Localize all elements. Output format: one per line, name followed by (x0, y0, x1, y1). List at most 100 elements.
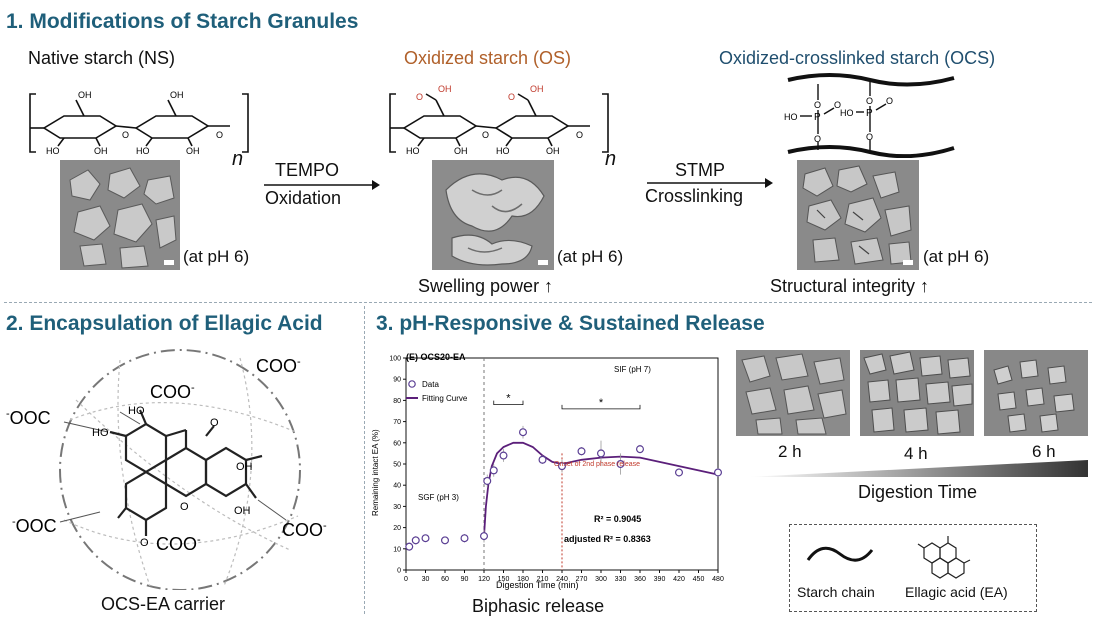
oh-label: OH (530, 84, 544, 94)
o-label: O (482, 130, 489, 140)
repeat-unit-n: n (232, 148, 244, 170)
y-tick-label: 0 (397, 568, 401, 575)
y-tick-label: 20 (393, 525, 401, 532)
data-point (538, 455, 547, 464)
data-point (460, 534, 469, 543)
ho-label: HO (496, 146, 510, 156)
oh-label: OH (186, 146, 200, 156)
chart-title: (E) OCS20-EA (406, 352, 466, 362)
x-tick-label: 240 (556, 576, 568, 583)
digestion-time-wedge (748, 460, 1088, 477)
significance-bracket (561, 404, 641, 410)
ho-label: HO (128, 405, 145, 417)
native-starch-structure: OH OH HO OH O HO OH O (29, 90, 249, 156)
oh-label: OH (438, 84, 452, 94)
coo-minus-right: COO- (282, 520, 327, 540)
o-label: O (508, 92, 515, 102)
data-point (597, 449, 606, 458)
y-tick-label: 10 (393, 546, 401, 553)
data-point (519, 428, 528, 437)
y-tick-label: 60 (393, 440, 401, 447)
ph-note-ns: (at pH 6) (183, 247, 250, 266)
x-tick-label: 60 (441, 576, 449, 583)
legend-fit-label: Fitting Curve (422, 394, 468, 403)
o-label: O (122, 130, 129, 140)
x-tick-label: 270 (576, 576, 588, 583)
x-tick-label: 390 (654, 576, 666, 583)
data-point (577, 447, 586, 456)
data-point (405, 542, 414, 551)
oh-label: OH (234, 505, 251, 517)
ho-label: HO (840, 108, 854, 118)
legend-box (789, 524, 1037, 612)
x-tick-label: 0 (404, 576, 408, 583)
y-tick-label: 90 (393, 377, 401, 384)
legend-data-label: Data (422, 380, 439, 389)
arrow1-bottom-label: Oxidation (265, 188, 342, 208)
coo-minus-top-right: COO- (256, 356, 301, 376)
legend-starch-chain-label: Starch chain (797, 584, 875, 600)
y-axis-label: Remaining intact EA (%) (371, 429, 380, 516)
x-tick-label: 90 (461, 576, 469, 583)
ooc-minus-bottom-left: -OOC (12, 516, 57, 536)
ho-label: HO (784, 112, 798, 122)
o-label: O (216, 130, 223, 140)
ph-note-os: (at pH 6) (557, 247, 624, 266)
digestion-time-label: Digestion Time (858, 482, 978, 502)
x-tick-label: 210 (537, 576, 549, 583)
crosslinked-starch-structure: O O O O P P HO HO O O (784, 73, 955, 158)
p-label: P (866, 108, 873, 119)
section-divider-horizontal (4, 302, 1092, 303)
stmp-crosslinking-arrow (647, 178, 773, 188)
x-tick-label: 420 (673, 576, 685, 583)
x-tick-label: 450 (693, 576, 705, 583)
y-tick-label: 100 (389, 356, 401, 363)
p-label: P (814, 112, 821, 123)
onset-annotation: Onset of 2nd phase release (554, 461, 640, 468)
significance-star: * (599, 397, 604, 409)
x-tick-label: 180 (517, 576, 529, 583)
ph-note-ocs: (at pH 6) (923, 247, 990, 266)
data-point (421, 534, 430, 543)
legend-data-marker (408, 380, 416, 388)
o-label: O (140, 537, 149, 549)
oh-label: OH (454, 146, 468, 156)
ho-label: HO (136, 146, 150, 156)
oh-label: OH (236, 461, 253, 473)
ooc-minus-left: -OOC (6, 408, 51, 428)
oh-label: OH (170, 90, 184, 100)
data-point (489, 466, 498, 475)
y-tick-label: 70 (393, 419, 401, 426)
x-tick-label: 330 (615, 576, 627, 583)
oxidized-crosslinked-starch-label: Oxidized-crosslinked starch (OCS) (719, 48, 996, 68)
starch-chain-icon (806, 546, 874, 562)
ellagic-acid-icon (917, 536, 971, 579)
x-tick-label: 30 (422, 576, 430, 583)
repeat-unit-n: n (605, 148, 617, 170)
o-label: O (180, 501, 189, 513)
r2-label: R² = 0.9045 (594, 514, 641, 524)
data-point (411, 536, 420, 545)
oxidized-starch-label: Oxidized starch (OS) (404, 48, 572, 68)
section1-title: 1. Modifications of Starch Granules (6, 10, 359, 33)
oh-label: OH (78, 90, 92, 100)
section3-title: 3. pH-Responsive & Sustained Release (376, 312, 765, 335)
tempo-oxidation-arrow (264, 180, 380, 190)
o-label: O (866, 132, 873, 142)
x-tick-label: 360 (634, 576, 646, 583)
structural-integrity-label: Structural integrity ↑ (770, 276, 930, 296)
x-axis-label: Digestion Time (min) (496, 580, 579, 590)
time-point-6h: 6 h (1032, 442, 1056, 461)
phase-label-sgf: SGF (pH 3) (418, 493, 459, 502)
o-label: O (886, 96, 893, 106)
y-tick-label: 50 (393, 462, 401, 469)
ocs-ea-carrier-label: OCS-EA carrier (101, 594, 226, 614)
arrow2-bottom-label: Crosslinking (645, 186, 744, 206)
sem-image-ocs (797, 160, 919, 270)
sem-image-6h (984, 350, 1088, 436)
data-point (440, 536, 449, 545)
x-tick-label: 150 (498, 576, 510, 583)
adjusted-r2-label: adjusted R² = 0.8363 (564, 534, 651, 544)
x-tick-label: 480 (712, 576, 724, 583)
